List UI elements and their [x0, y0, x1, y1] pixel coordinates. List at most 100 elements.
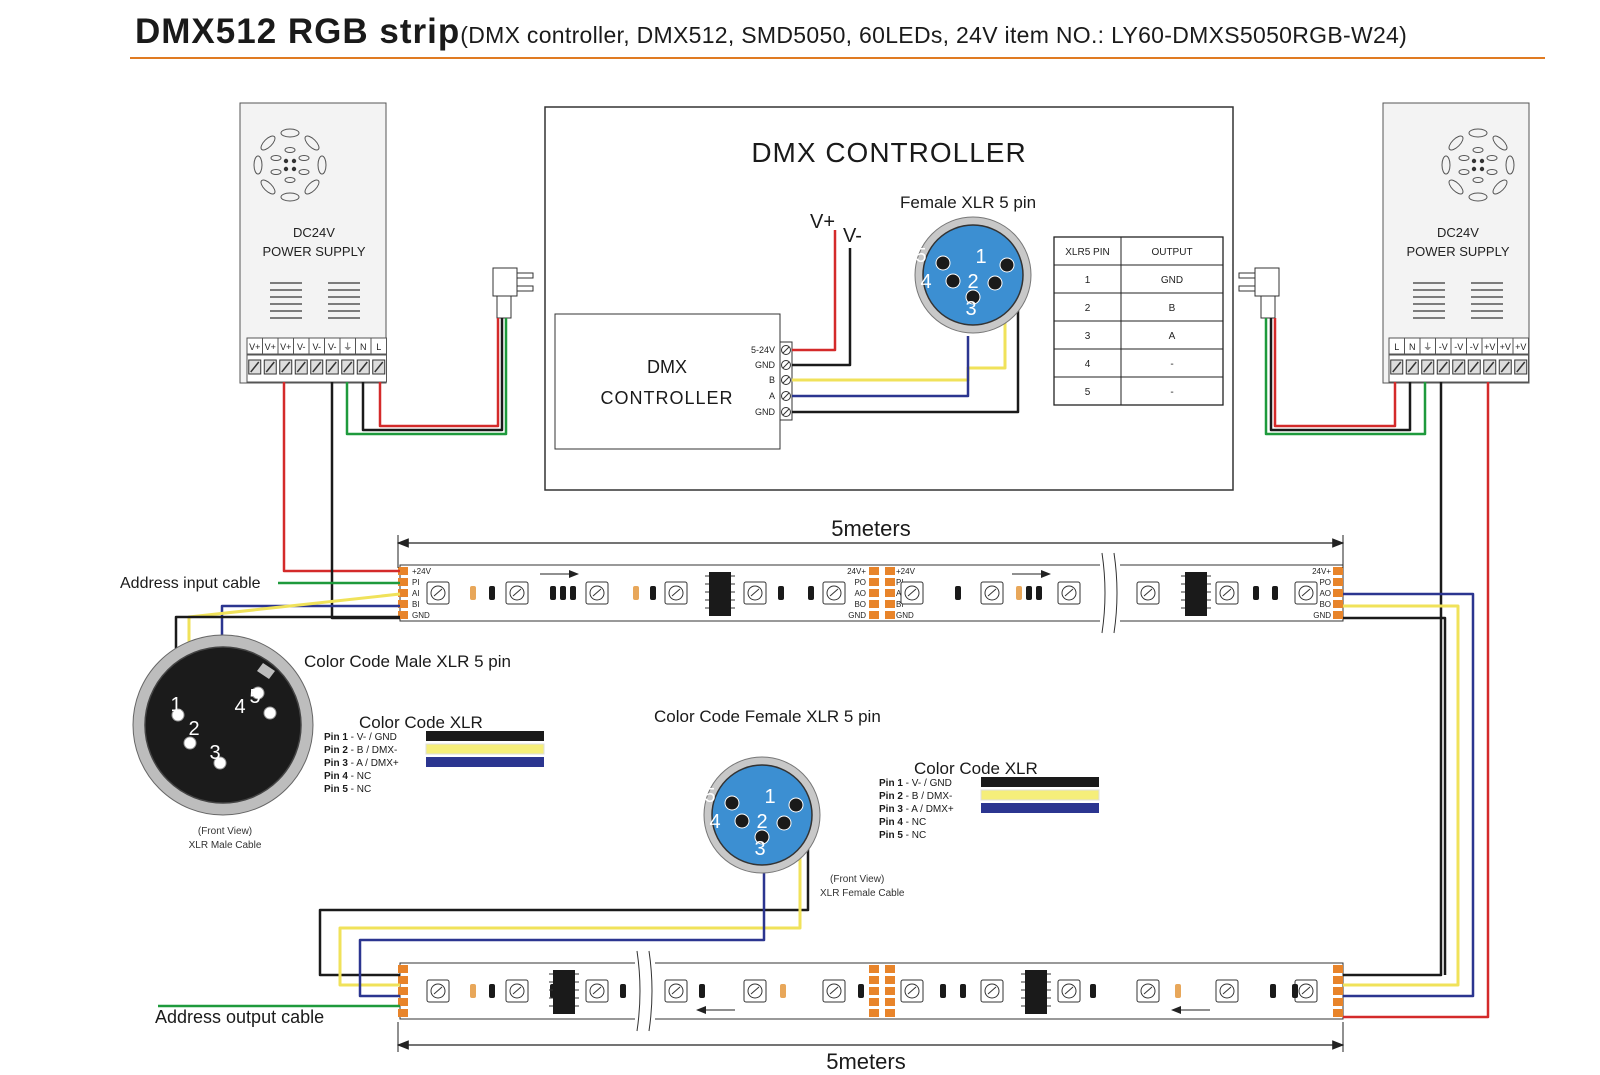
- wire-red-psu-right: [1343, 382, 1490, 1019]
- pad-label: 24V+: [1312, 567, 1331, 576]
- xlr-pin-number: 3: [754, 838, 765, 860]
- terminal-label: V+: [265, 342, 276, 352]
- terminal-label: V-: [328, 342, 337, 352]
- vminus-label: V-: [843, 225, 862, 247]
- legend-swatch: [425, 743, 545, 755]
- controller-label-1: DMX: [647, 357, 687, 377]
- table-cell: -: [1170, 359, 1173, 370]
- solder-pad: [398, 589, 408, 597]
- xlr-pin: [965, 289, 981, 305]
- terminal-label: L: [376, 342, 381, 352]
- psu-right-label-2: POWER SUPPLY: [1406, 244, 1509, 259]
- smd-component: [858, 984, 864, 998]
- smd-component: [1272, 586, 1278, 600]
- solder-pad: [1333, 589, 1343, 597]
- length-label-bottom: 5meters: [826, 1049, 905, 1074]
- smd-component: [1175, 984, 1181, 998]
- solder-pad: [885, 600, 895, 608]
- solder-pad: [398, 976, 408, 984]
- solder-pad: [885, 987, 895, 995]
- controller-terminal-label: 5-24V: [751, 345, 775, 355]
- pad-label: AI: [896, 589, 904, 598]
- pad-label: BO: [854, 600, 866, 609]
- legend-entry: Pin 5 - NC: [879, 830, 926, 841]
- xlr-pin-number: 1: [170, 694, 181, 716]
- terminal-label: +V: [1515, 342, 1526, 352]
- controller-panel-title: DMX CONTROLLER: [751, 137, 1026, 168]
- table-cell: -: [1170, 387, 1173, 398]
- female-xlr-title: Color Code Female XLR 5 pin: [654, 707, 881, 726]
- wire-red-mains-right: [1273, 318, 1397, 428]
- xlr-pin: [251, 686, 265, 700]
- smd-component: [1270, 984, 1276, 998]
- wire-black-mains-right: [1269, 318, 1412, 432]
- solder-pad: [869, 1009, 879, 1017]
- fan-icon: [253, 128, 327, 202]
- male-xlr-caption-2: XLR Male Cable: [189, 840, 262, 851]
- solder-pad: [885, 998, 895, 1006]
- solder-pad: [869, 600, 879, 608]
- solder-pad: [398, 998, 408, 1006]
- solder-pad: [1333, 578, 1343, 586]
- smd-component: [633, 586, 639, 600]
- driver-ic: [553, 970, 575, 1014]
- smd-component: [550, 586, 556, 600]
- wire-red-psu-left: [282, 382, 400, 573]
- legend-entry: Pin 3 - A / DMX+: [324, 758, 399, 769]
- pad-label: +24V: [412, 567, 432, 576]
- xlr-pin: [776, 815, 792, 831]
- page-subtitle: (DMX controller, DMX512, SMD5050, 60LEDs…: [460, 22, 1408, 48]
- terminal-label: ⏚: [343, 342, 352, 352]
- legend-entry: Pin 1 - V- / GND: [879, 778, 952, 789]
- legend-title: Color Code XLR: [359, 713, 483, 732]
- wire-black-ctrl-vminus: [792, 248, 852, 367]
- xlr-pin-number: 4: [234, 696, 245, 718]
- xlr-pin-number: 5: [704, 785, 715, 807]
- terminal-label: V-: [297, 342, 306, 352]
- xlr-pin-number: 5: [915, 245, 926, 267]
- smd-component: [778, 586, 784, 600]
- led-strip-bottom: [398, 950, 1344, 1032]
- pad-label: +24V: [896, 567, 916, 576]
- wire-green-mains-right: [1264, 318, 1427, 436]
- solder-pad: [869, 611, 879, 619]
- length-dimension-top: 5meters: [396, 516, 1345, 568]
- psu-left-label-1: DC24V: [293, 225, 335, 240]
- xlr-pin-number: 1: [975, 246, 986, 268]
- controller-terminal-label: A: [769, 391, 775, 401]
- solder-pad: [398, 1009, 408, 1017]
- wire-black-ctrl-gnd: [792, 286, 1020, 414]
- wire-blue-ctrl: [792, 336, 970, 398]
- wire-yellow-strip-out: [1343, 604, 1460, 987]
- solder-pad: [869, 976, 879, 984]
- pad-label: PI: [896, 578, 904, 587]
- xlr-pin: [724, 795, 740, 811]
- mains-plug-left: [492, 267, 534, 319]
- legend-swatch: [426, 757, 544, 767]
- solder-pad: [885, 1009, 895, 1017]
- solder-pad: [869, 965, 879, 973]
- smd-component: [1292, 984, 1298, 998]
- solder-pad: [398, 987, 408, 995]
- xlr-pin-number: 2: [967, 271, 978, 293]
- wire-blue-female-xlr: [358, 862, 766, 998]
- solder-pad: [885, 611, 895, 619]
- psu-right-label-1: DC24V: [1437, 225, 1479, 240]
- pad-label: AO: [854, 589, 866, 598]
- table-cell: 5: [1085, 387, 1091, 398]
- solder-pad: [1333, 1009, 1343, 1017]
- length-dimension-bottom: 5meters: [396, 1022, 1345, 1074]
- solder-pad: [398, 965, 408, 973]
- wire-black-strip-out: [1343, 616, 1447, 975]
- length-label-top: 5meters: [831, 516, 910, 541]
- legend-entry: Pin 5 - NC: [324, 784, 371, 795]
- legend-swatch: [426, 731, 544, 741]
- legend-entry: Pin 3 - A / DMX+: [879, 804, 954, 815]
